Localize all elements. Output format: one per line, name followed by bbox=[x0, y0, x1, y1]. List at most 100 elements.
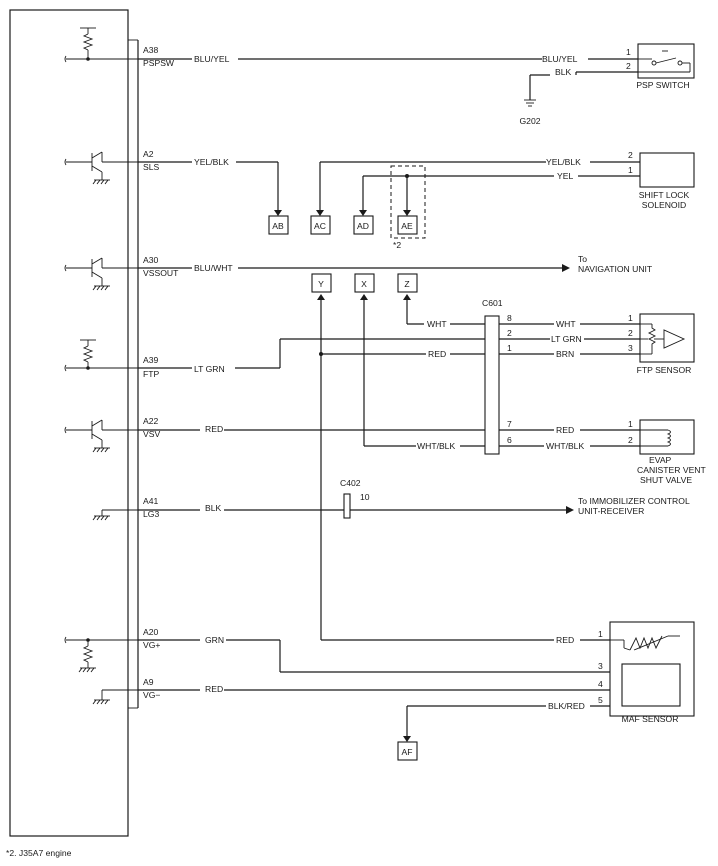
pin-number: 7 bbox=[507, 419, 512, 429]
c402-circuit: C402 10 To IMMOBILIZER CONTROL UNIT-RECE… bbox=[138, 478, 690, 519]
connector-ref-label: X bbox=[361, 279, 367, 289]
connector-references: AB AC AD AE *2 Y X Z AF bbox=[268, 215, 418, 761]
wire-color-label: YEL/BLK bbox=[546, 157, 581, 167]
arrow-up-icon bbox=[317, 294, 325, 300]
connector-ref-label: AD bbox=[357, 221, 369, 231]
component-label: SHIFT LOCK bbox=[639, 190, 690, 200]
wire-color-label: BLU/YEL bbox=[542, 54, 578, 64]
connector-ref-label: AB bbox=[272, 221, 284, 231]
connector-ref-label: AF bbox=[402, 747, 413, 757]
component-label: FTP SENSOR bbox=[637, 365, 692, 375]
thermistor-icon bbox=[629, 635, 663, 651]
destination-label: UNIT-RECEIVER bbox=[578, 506, 644, 516]
wire-color-label: RED bbox=[205, 424, 223, 434]
footnote-text: *2. J35A7 engine bbox=[6, 848, 72, 858]
c601-circuits: C601 WHT 8 WHT 2 LT GRN RED 1 BRN bbox=[138, 294, 707, 640]
pin-number: 10 bbox=[360, 492, 370, 502]
component-label: CANISTER VENT bbox=[637, 465, 707, 475]
wire-color-label: WHT/BLK bbox=[546, 441, 584, 451]
arrow-down-icon bbox=[316, 210, 324, 216]
pin-name: PSPSW bbox=[143, 58, 175, 68]
connector-ref-af bbox=[397, 741, 418, 761]
wire-color-label: RED bbox=[556, 425, 574, 435]
connector-ref-z bbox=[397, 273, 418, 293]
wire-color-label: WHT bbox=[556, 319, 576, 329]
ecm-body bbox=[9, 9, 129, 837]
pin-number: 2 bbox=[628, 150, 633, 160]
ecm-internal-circuits bbox=[64, 27, 138, 705]
connector-ref-label: Y bbox=[318, 279, 324, 289]
pin-number: 1 bbox=[628, 313, 633, 323]
maf-sensing-element bbox=[621, 663, 681, 707]
connector-label: C402 bbox=[340, 478, 361, 488]
pin-name: FTP bbox=[143, 369, 159, 379]
arrow-up-icon bbox=[360, 294, 368, 300]
pin-number: 2 bbox=[628, 435, 633, 445]
pin-number: A20 bbox=[143, 627, 159, 637]
wire-color-label: BLK bbox=[555, 67, 572, 77]
c402-connector bbox=[343, 493, 351, 519]
connector-ref-label: AC bbox=[314, 221, 326, 231]
ftp-sensor-body bbox=[639, 313, 695, 363]
pin-name: LG3 bbox=[143, 509, 159, 519]
pin-number: 2 bbox=[628, 328, 633, 338]
footnote-mark: *2 bbox=[393, 240, 401, 250]
connector-ref-ab bbox=[268, 215, 289, 235]
wire-color-label: RED bbox=[428, 349, 446, 359]
pin-name: VG+ bbox=[143, 640, 160, 650]
pin-number: 2 bbox=[626, 61, 631, 71]
connector-ref-x bbox=[354, 273, 375, 293]
coil-icon bbox=[666, 429, 671, 447]
shift-lock-solenoid-body bbox=[639, 152, 695, 188]
connector-ref-ae bbox=[397, 215, 418, 235]
pin-number: 4 bbox=[598, 679, 603, 689]
component-label: PSP SWITCH bbox=[636, 80, 689, 90]
pin-number: 1 bbox=[626, 47, 631, 57]
wire-color-label: YEL/BLK bbox=[194, 157, 229, 167]
pin-number: 1 bbox=[628, 165, 633, 175]
wire-color-label: GRN bbox=[205, 635, 224, 645]
pin-number: 5 bbox=[598, 695, 603, 705]
wire-color-label: LT GRN bbox=[551, 334, 582, 344]
pin-number: 6 bbox=[507, 435, 512, 445]
pin-name: VSSOUT bbox=[143, 268, 179, 278]
arrow-down-icon bbox=[359, 210, 367, 216]
ecm-wire-labels: BLU/YEL YEL/BLK BLU/WHT LT GRN RED BLK G… bbox=[194, 54, 233, 694]
ecm-unit bbox=[9, 9, 139, 837]
pin-number: 3 bbox=[628, 343, 633, 353]
arrow-right-icon bbox=[562, 264, 570, 272]
connector-ref-label: Z bbox=[404, 279, 409, 289]
destination-label: To IMMOBILIZER CONTROL bbox=[578, 496, 690, 506]
connector-ref-ac bbox=[310, 215, 331, 235]
component-label: SHUT VALVE bbox=[640, 475, 692, 485]
ecm-pin-labels: A38 PSPSW A2 SLS A30 VSSOUT A39 FTP A22 … bbox=[143, 45, 179, 700]
c601-connector bbox=[484, 315, 500, 455]
vssout-circuit: To NAVIGATION UNIT bbox=[138, 254, 653, 274]
wire-color-label: LT GRN bbox=[194, 364, 225, 374]
pin-number: 2 bbox=[507, 328, 512, 338]
arrow-up-icon bbox=[403, 294, 411, 300]
pin-name: SLS bbox=[143, 162, 160, 172]
connector-ref-ad bbox=[353, 215, 374, 235]
variable-resistor-icon bbox=[647, 324, 657, 348]
pin-number: 3 bbox=[598, 661, 603, 671]
resistor-icon bbox=[82, 33, 94, 51]
resistor-icon bbox=[82, 645, 94, 663]
wire-color-label: RED bbox=[205, 684, 223, 694]
pin-number: A41 bbox=[143, 496, 159, 506]
connector-ref-label: AE bbox=[401, 221, 413, 231]
component-label: SOLENOID bbox=[642, 200, 686, 210]
pin-number: A9 bbox=[143, 677, 154, 687]
component-label: EVAP bbox=[649, 455, 672, 465]
resistor-icon bbox=[82, 345, 94, 363]
evap-valve-body bbox=[639, 419, 695, 455]
wire-color-label: WHT bbox=[427, 319, 447, 329]
shift-lock-circuit: YEL/BLK YEL 2 1 SHIFT LOCK SOLENOID bbox=[138, 150, 695, 239]
pin-number: A2 bbox=[143, 149, 154, 159]
pin-number: 8 bbox=[507, 313, 512, 323]
arrow-down-icon bbox=[403, 736, 411, 742]
psp-switch-body bbox=[637, 43, 695, 79]
arrow-down-icon bbox=[403, 210, 411, 216]
